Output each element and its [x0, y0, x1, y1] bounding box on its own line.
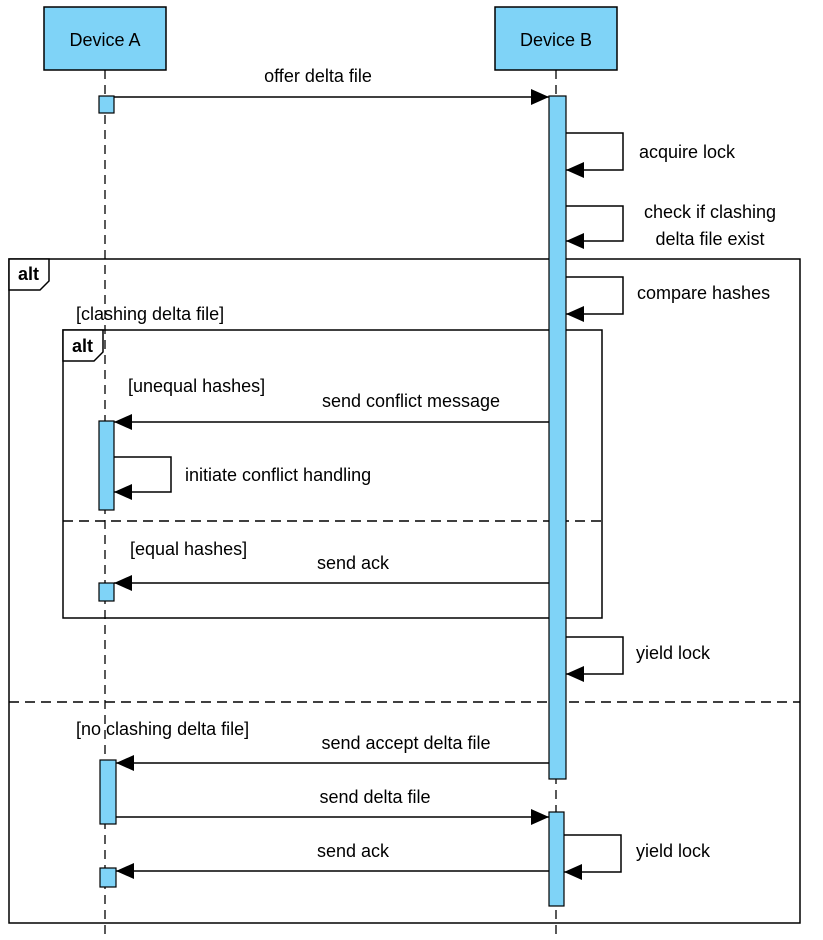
self-message-acquire-lock: acquire lock [566, 132, 736, 178]
guard-equal-hashes: [equal hashes] [130, 539, 247, 559]
self-message-yield-lock-1: yield lock [566, 636, 711, 682]
yield-lock-2-label: yield lock [636, 841, 711, 861]
message-send-conflict: send conflict message [114, 391, 549, 430]
initiate-conflict-handling-label: initiate conflict handling [185, 465, 371, 485]
check-clashing-label-line2: delta file exist [655, 229, 764, 249]
activation-b-2 [548, 811, 565, 907]
participant-device-a-label: Device A [69, 30, 140, 50]
message-send-ack-1: send ack [114, 553, 549, 591]
self-message-yield-lock-2: yield lock [564, 834, 711, 880]
send-delta-file-label: send delta file [319, 787, 430, 807]
self-message-initiate-conflict-handling: initiate conflict handling [114, 456, 371, 500]
activation-a-4 [99, 759, 117, 825]
activation-a-5 [99, 867, 117, 888]
guard-no-clashing-delta-file: [no clashing delta file] [76, 719, 249, 739]
participant-device-b-label: Device B [520, 30, 592, 50]
activation-a-2 [98, 420, 115, 511]
send-conflict-label: send conflict message [322, 391, 500, 411]
send-ack-2-label: send ack [317, 841, 390, 861]
yield-lock-1-label: yield lock [636, 643, 711, 663]
message-offer-delta-file: offer delta file [114, 66, 549, 105]
send-accept-delta-file-label: send accept delta file [321, 733, 490, 753]
activation-b-1 [548, 95, 567, 780]
guard-unequal-hashes: [unequal hashes] [128, 376, 265, 396]
participant-device-a: Device A [43, 6, 167, 71]
compare-hashes-label: compare hashes [637, 283, 770, 303]
check-clashing-label-line1: check if clashing [644, 202, 776, 222]
activation-a-1 [98, 95, 115, 114]
outer-alt-fragment: alt [8, 258, 801, 924]
message-send-ack-2: send ack [116, 841, 549, 879]
inner-alt-fragment: alt [62, 329, 603, 619]
participant-device-b: Device B [494, 6, 618, 71]
outer-alt-label: alt [18, 264, 39, 284]
message-send-delta-file: send delta file [116, 787, 549, 825]
message-offer-delta-file-label: offer delta file [264, 66, 372, 86]
guard-clashing-delta-file: [clashing delta file] [76, 304, 224, 324]
inner-alt-label: alt [72, 336, 93, 356]
send-ack-1-label: send ack [317, 553, 390, 573]
activation-a-3 [98, 582, 115, 602]
self-message-compare-hashes: compare hashes [566, 276, 770, 322]
message-send-accept-delta-file: send accept delta file [116, 733, 549, 771]
acquire-lock-label: acquire lock [639, 142, 736, 162]
self-message-check-clashing: check if clashing delta file exist [566, 202, 776, 249]
